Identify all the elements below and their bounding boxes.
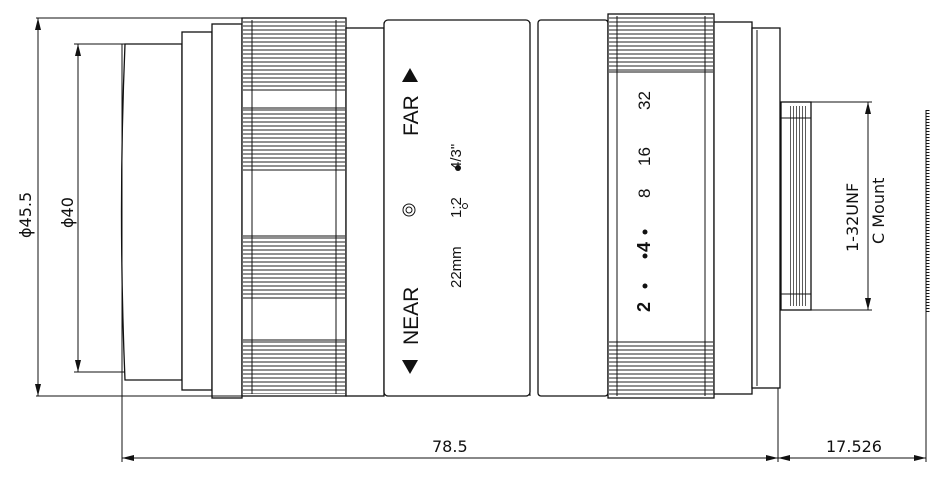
f-stop-32: 32 bbox=[635, 91, 654, 110]
sensor-format-label: 4/3" bbox=[448, 144, 465, 170]
dim-mount: 1-32UNF C Mount bbox=[811, 101, 888, 311]
aperture-dot-icon bbox=[462, 203, 468, 209]
far-label-group: FAR bbox=[400, 68, 423, 136]
sensor-plane bbox=[925, 110, 930, 312]
spacer-ring bbox=[345, 27, 385, 397]
f-stop-scale: 32 16 8 4 2 bbox=[634, 91, 654, 312]
length-label: 78.5 bbox=[432, 437, 468, 456]
dim-front-diameter: ϕ40 bbox=[58, 43, 125, 373]
aperture-label: 1:2 bbox=[448, 197, 465, 218]
iris-symbol-icon bbox=[402, 203, 416, 217]
format-dot-icon bbox=[455, 165, 461, 171]
far-arrow-icon bbox=[402, 68, 418, 82]
near-label-group: NEAR bbox=[400, 287, 423, 374]
mount-type-label: C Mount bbox=[869, 178, 888, 244]
mount-thread-label: 1-32UNF bbox=[843, 183, 862, 252]
aperture-ring bbox=[537, 13, 715, 399]
f-stop-4: 4 bbox=[634, 242, 654, 252]
near-arrow-icon bbox=[402, 360, 418, 374]
f-stop-8: 8 bbox=[635, 189, 654, 198]
focal-length-label: 22mm bbox=[448, 246, 465, 288]
outer-diameter-label: ϕ45.5 bbox=[16, 192, 35, 238]
c-mount-thread bbox=[780, 101, 812, 311]
dim-length: 78.5 bbox=[121, 380, 779, 462]
dim-flange: 17.526 bbox=[778, 312, 927, 462]
focus-grip-ring bbox=[241, 17, 347, 397]
main-barrel bbox=[383, 19, 531, 397]
f-stop-2-dot-icon bbox=[642, 283, 648, 289]
flange-label: 17.526 bbox=[826, 437, 882, 456]
f-stop-4b-dot-icon bbox=[642, 253, 648, 259]
f-stop-2: 2 bbox=[634, 302, 654, 312]
dim-outer-diameter: ϕ45.5 bbox=[16, 17, 242, 397]
front-diameter-label: ϕ40 bbox=[58, 197, 77, 228]
f-stop-4-dot-icon bbox=[642, 229, 648, 235]
f-stop-16: 16 bbox=[635, 147, 654, 166]
near-label: NEAR bbox=[400, 287, 423, 345]
far-label: FAR bbox=[400, 95, 423, 136]
rear-body bbox=[713, 21, 781, 395]
front-ring bbox=[120, 23, 243, 399]
